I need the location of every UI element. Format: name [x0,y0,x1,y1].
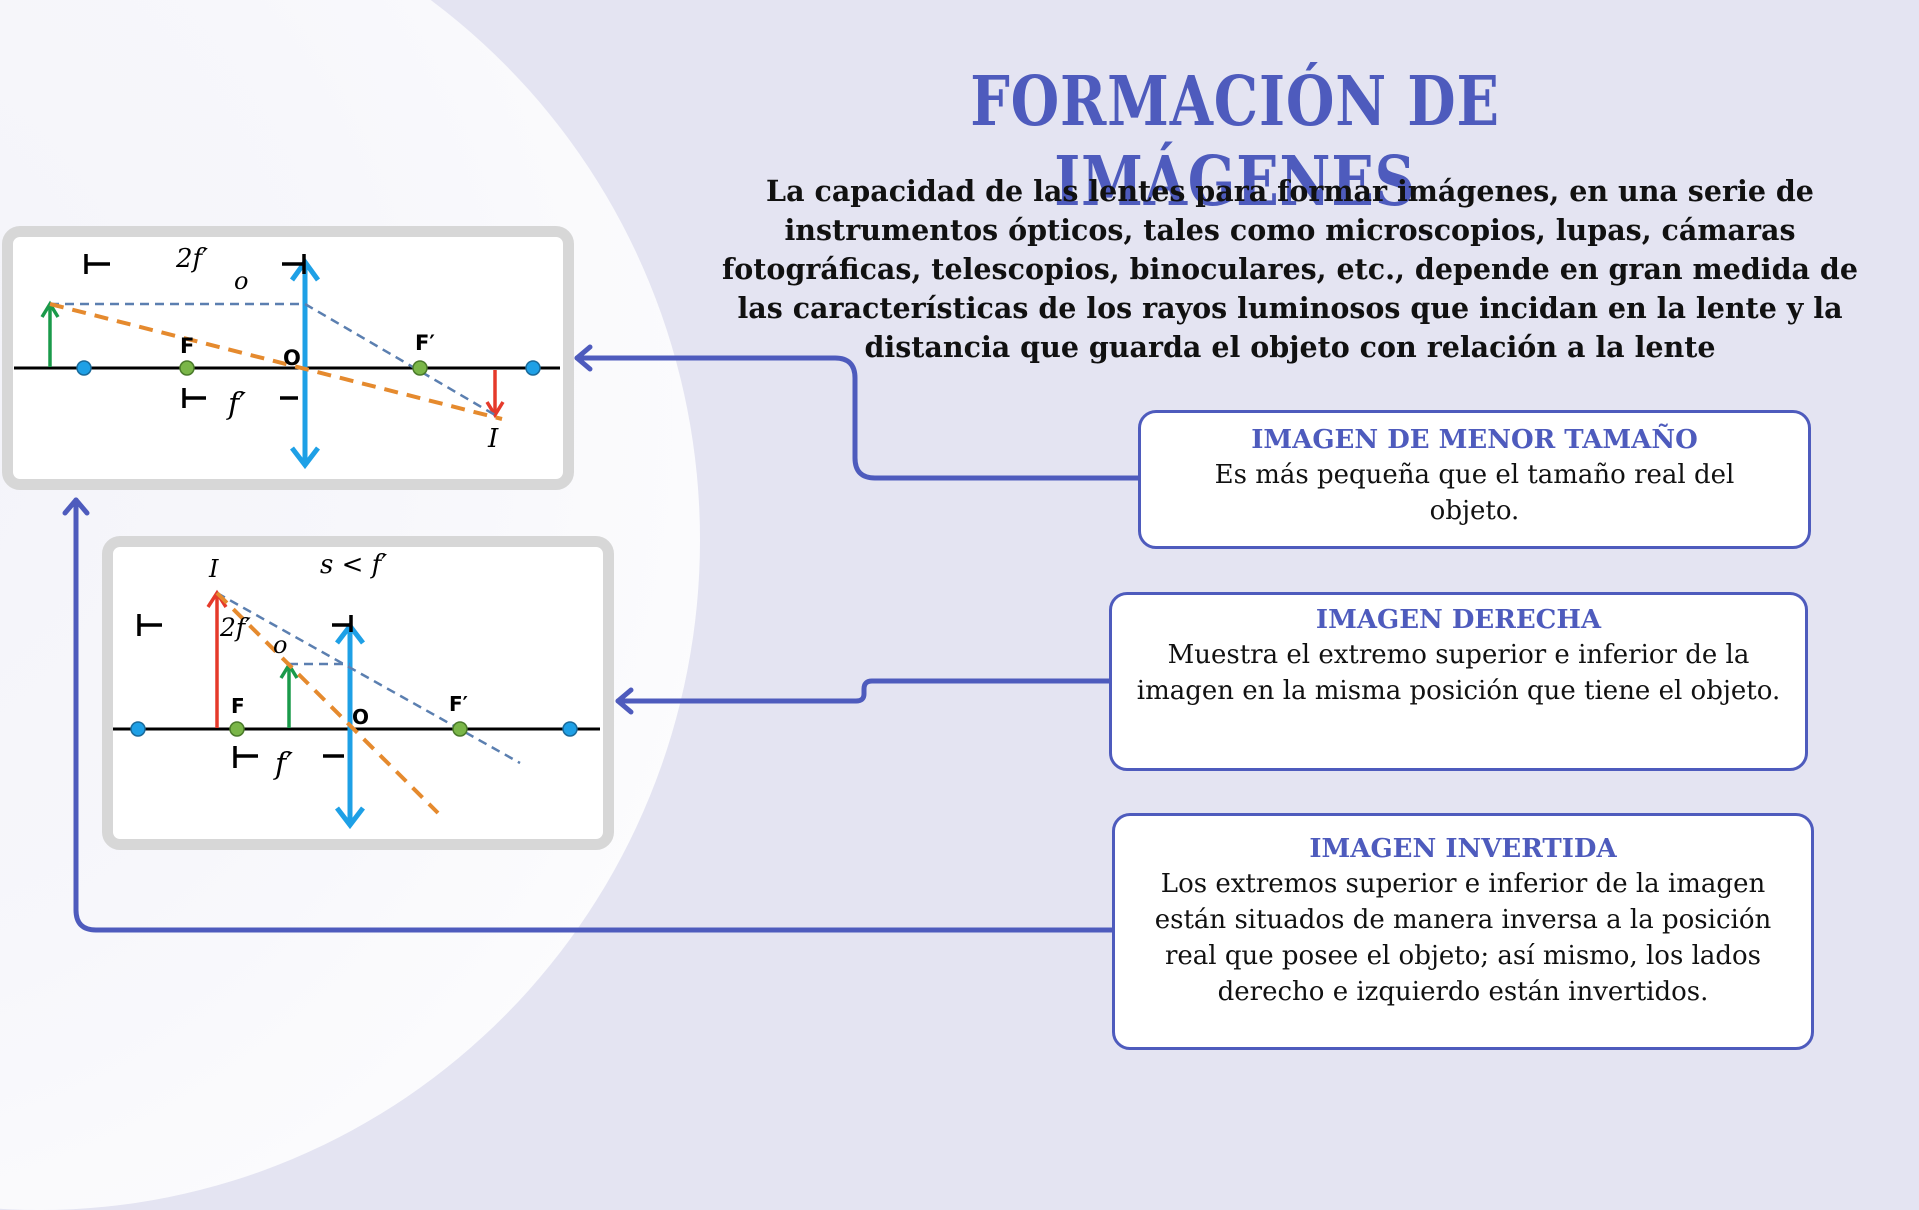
svg-text:I: I [208,555,219,583]
card-upright-image: IMAGEN DERECHA Muestra el extremo superi… [1109,592,1808,771]
intro-paragraph: La capacidad de las lentes para formar i… [722,174,1858,364]
svg-text:2f′: 2f′ [175,244,208,274]
diagram-frame-real-image [2,226,574,490]
connector-arrows [62,344,1143,933]
card-text: Muestra el extremo superior e inferior d… [1136,640,1781,706]
svg-text:F′: F′ [415,331,435,355]
svg-text:F: F [180,334,194,358]
svg-text:2f′: 2f′ [219,613,251,642]
lens-diagram-2: I s < f′ 2f′ o F O F′ f′ [113,550,600,830]
svg-text:O: O [352,705,369,729]
svg-text:s < f′: s < f′ [320,550,387,580]
connector-arrow-1 [574,355,1143,481]
svg-text:I: I [487,424,499,454]
card-title: IMAGEN INVERTIDA [1309,834,1617,864]
page-title: FORMACIÓN DE IMÁGENES [970,62,1500,222]
svg-text:f′: f′ [273,747,293,782]
diagram-frame-virtual-image [102,536,614,850]
lens-diagram-1: 2f′ o F O F′ f′ I [14,244,560,470]
svg-text:F′: F′ [449,692,468,716]
card-title: IMAGEN DERECHA [1315,605,1602,635]
svg-text:o: o [273,631,287,659]
diagrams-and-connectors: 2f′ o F O F′ f′ I I s < f′ 2f [14,244,1143,933]
connector-arrow-2 [615,678,1114,704]
svg-text:F: F [231,694,245,718]
card-text: Es más pequeña que el tamaño real del ob… [1214,460,1735,526]
card-title: IMAGEN DE MENOR TAMAÑO [1251,425,1698,455]
svg-text:o: o [234,267,248,295]
card-text: Los extremos superior e inferior de la i… [1154,869,1772,1007]
svg-text:f′: f′ [226,387,246,422]
card-inverted-image: IMAGEN INVERTIDA Los extremos superior e… [1112,813,1814,1050]
svg-text:O: O [283,346,301,370]
card-smaller-image: IMAGEN DE MENOR TAMAÑO Es más pequeña qu… [1138,410,1811,549]
connector-arrow-3 [73,497,1116,933]
